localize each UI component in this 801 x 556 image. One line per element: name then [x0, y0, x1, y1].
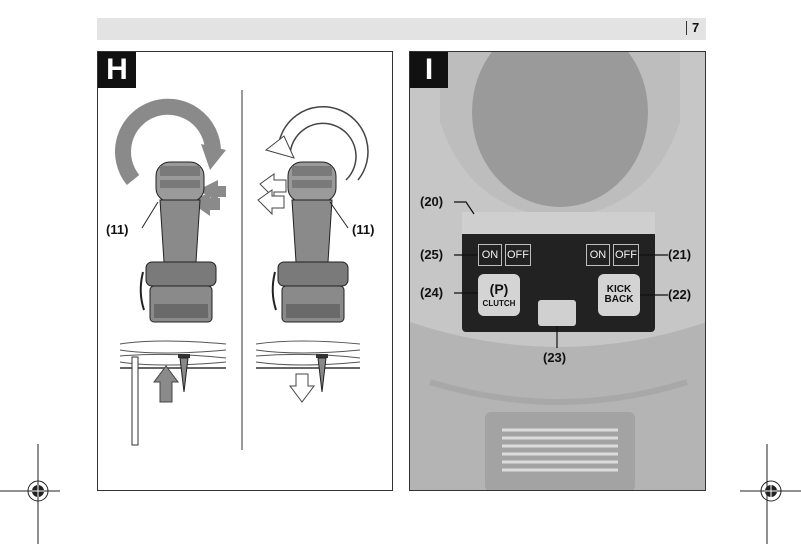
drill-right — [271, 161, 349, 323]
clutch-button[interactable]: (P) CLUTCH — [478, 274, 520, 316]
left-off-button[interactable]: OFF — [505, 244, 531, 266]
left-on-button[interactable]: ON — [478, 244, 502, 266]
kickback-button[interactable]: KICK BACK — [598, 274, 640, 316]
clutch-label: CLUTCH — [482, 299, 516, 308]
callout-21: (21) — [668, 247, 692, 262]
center-button[interactable] — [538, 300, 576, 326]
callout-11-left: (11) — [106, 222, 129, 237]
down-arrow — [289, 373, 315, 403]
panel-letter-i: I — [410, 52, 448, 88]
right-off-button[interactable]: OFF — [613, 244, 639, 266]
callout-24: (24) — [420, 285, 444, 300]
page-number: 7 — [686, 21, 699, 35]
panel-letter-h: H — [98, 52, 136, 88]
up-arrow — [153, 365, 179, 403]
control-panel-photo — [410, 52, 705, 490]
figure-panel-i: I ON OFF ON OFF (P) CLUTCH KICK BACK (20… — [409, 51, 706, 491]
wood-right — [255, 340, 361, 369]
figure-panel-h: H (11) (11) — [97, 51, 393, 491]
screw-right — [316, 354, 328, 393]
header-bar — [97, 18, 706, 40]
right-on-button[interactable]: ON — [586, 244, 610, 266]
drill-bit-left — [131, 356, 139, 446]
kickback-line2: BACK — [604, 294, 634, 305]
callout-23: (23) — [543, 350, 567, 365]
drill-left — [139, 161, 217, 323]
callout-22: (22) — [668, 287, 692, 302]
drill-rotation-illustration — [115, 90, 369, 450]
registration-mark-left — [0, 444, 60, 544]
clutch-symbol-icon: (P) — [489, 281, 509, 297]
callout-11-right: (11) — [352, 222, 375, 237]
registration-mark-right — [740, 444, 801, 544]
reverse-rotation-arrow — [264, 105, 369, 181]
callout-20: (20) — [420, 194, 444, 209]
screw-left — [178, 354, 190, 393]
clutch-symbol: P — [494, 281, 504, 297]
callout-25: (25) — [420, 247, 444, 262]
kickback-line1: KICK — [606, 284, 632, 295]
forward-rotation-arrow — [115, 98, 226, 186]
